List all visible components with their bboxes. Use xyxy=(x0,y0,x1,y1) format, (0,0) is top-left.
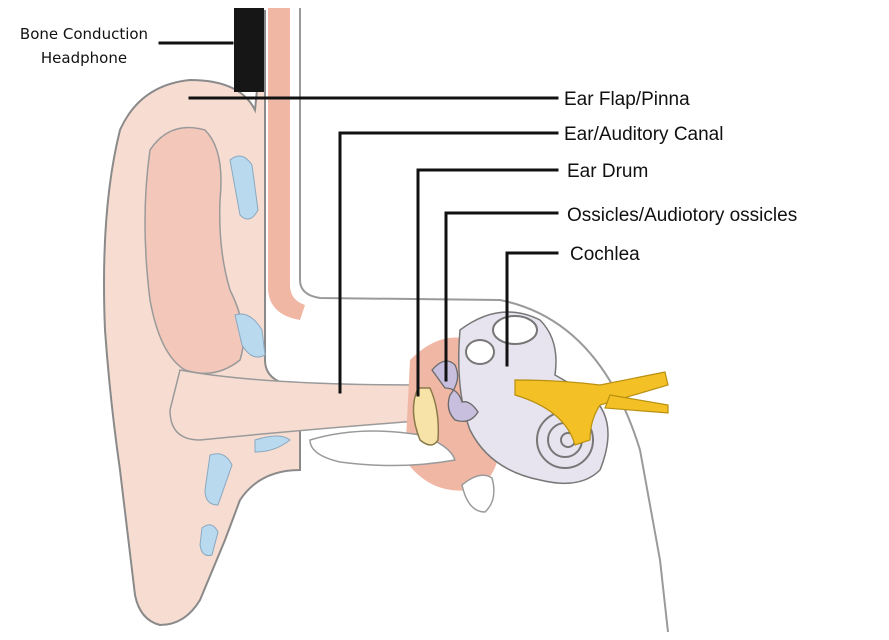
label-cochlea: Cochlea xyxy=(570,244,640,265)
label-pinna: Ear Flap/Pinna xyxy=(564,89,690,110)
ear-canal xyxy=(170,370,430,440)
headphone-device xyxy=(234,8,264,92)
label-eardrum: Ear Drum xyxy=(567,161,648,182)
mastoid-bone xyxy=(462,475,494,512)
label-headphone-line1: Bone Conduction xyxy=(20,25,148,43)
label-ossicles: Ossicles/Audiotory ossicles xyxy=(567,205,797,226)
label-headphone-line2: Headphone xyxy=(41,49,127,67)
label-canal: Ear/Auditory Canal xyxy=(564,124,723,145)
